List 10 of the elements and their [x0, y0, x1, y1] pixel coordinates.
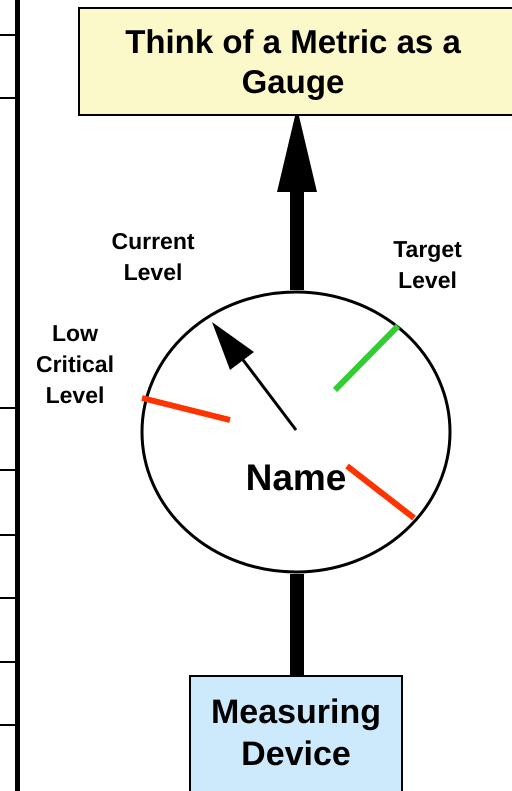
level-label: Low Critical Level — [35, 319, 115, 410]
dial-name: Name — [246, 456, 346, 500]
level-label: Target Level — [392, 235, 463, 295]
device-box — [189, 675, 403, 791]
node-label: Measuring Device — [210, 692, 382, 775]
title-box — [78, 7, 512, 116]
level-label: Current Level — [110, 227, 196, 287]
gauge-dial — [140, 290, 452, 574]
connector-line — [290, 574, 304, 675]
title-text: Think of a Metric as a Gauge — [124, 22, 462, 102]
